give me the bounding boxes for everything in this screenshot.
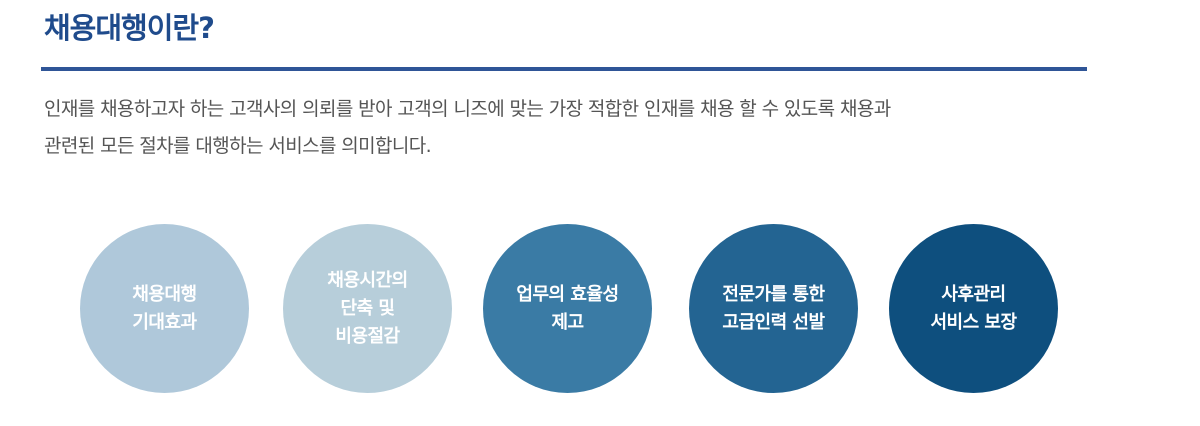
circle-expert-selection: 전문가를 통한 고급인력 선발 [689, 224, 858, 393]
circle-work-efficiency: 업무의 효율성 제고 [483, 224, 652, 393]
circle-label: 채용시간의 [327, 269, 408, 291]
circle-label: 기대효과 [132, 311, 197, 333]
circle-label: 업무의 효율성 [516, 283, 619, 305]
circle-label: 전문가를 통한 [722, 283, 825, 305]
description: 인재를 채용하고자 하는 고객사의 의뢰를 받아 고객의 니즈에 맞는 가장 적… [44, 91, 1144, 165]
circle-label: 채용대행 [132, 283, 197, 305]
circle-aftercare-guarantee: 사후관리 서비스 보장 [889, 224, 1058, 393]
circle-label: 고급인력 선발 [722, 311, 825, 333]
benefit-circles: 채용대행 기대효과 채용시간의 단축 및 비용절감 업무의 효율성 제고 전문가… [80, 224, 1058, 394]
circle-expected-effects: 채용대행 기대효과 [80, 224, 249, 393]
circle-label: 제고 [551, 311, 584, 333]
circle-label: 서비스 보장 [930, 311, 1017, 333]
circle-label: 비용절감 [335, 325, 400, 347]
circle-label: 사후관리 [941, 283, 1006, 305]
circle-time-cost-reduction: 채용시간의 단축 및 비용절감 [283, 224, 452, 393]
page-title: 채용대행이란? [44, 11, 215, 45]
title-divider [41, 67, 1087, 71]
description-line: 관련된 모든 절차를 대행하는 서비스를 의미합니다. [44, 135, 432, 157]
description-line: 인재를 채용하고자 하는 고객사의 의뢰를 받아 고객의 니즈에 맞는 가장 적… [44, 98, 891, 120]
circle-label: 단축 및 [340, 297, 395, 319]
